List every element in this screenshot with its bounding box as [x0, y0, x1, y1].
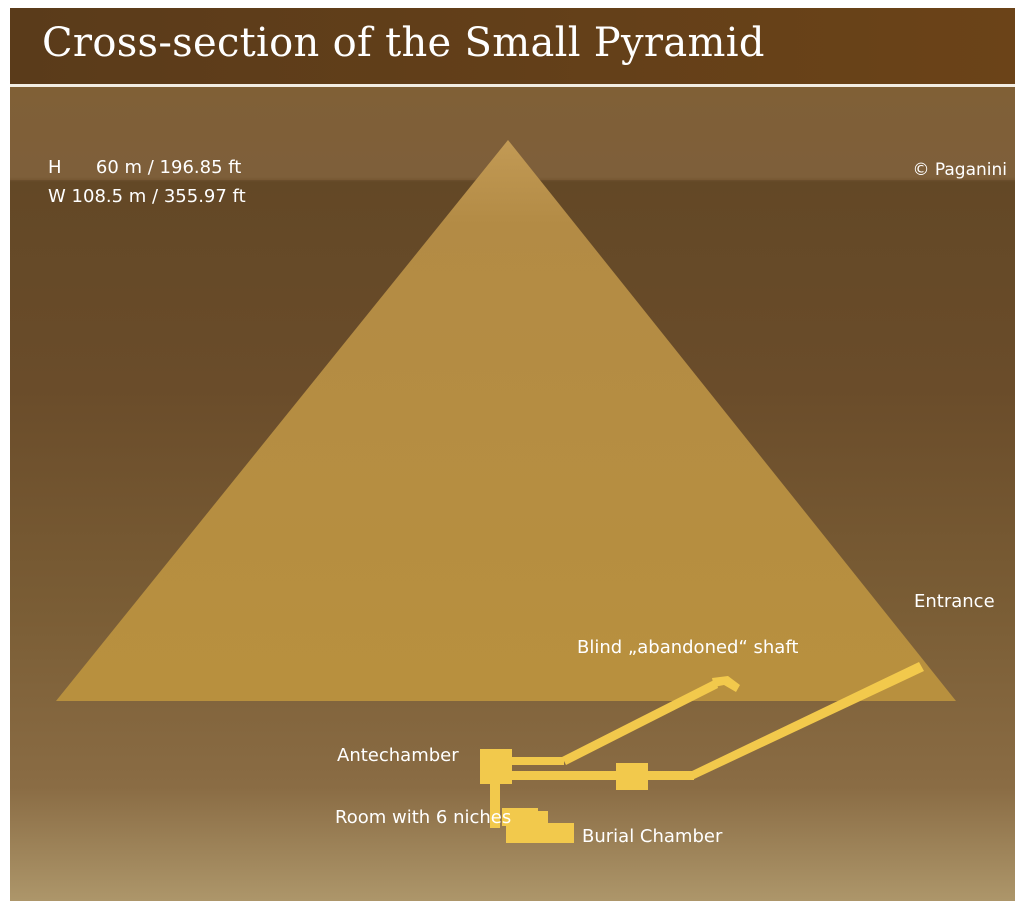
- entrance-label: Entrance: [914, 591, 995, 612]
- lower-passage: [498, 771, 694, 780]
- pyramid-shape: [56, 140, 956, 701]
- passage-block: [616, 763, 648, 790]
- blind-shaft-label: Blind „abandoned“ shaft: [577, 637, 799, 658]
- blind-shaft-tip: [712, 676, 740, 692]
- burial-chamber-label: Burial Chamber: [582, 826, 723, 847]
- pyramid-cross-section: [56, 140, 956, 843]
- title-bar: Cross-section of the Small Pyramid: [10, 8, 1015, 84]
- width-value: 108.5 m / 355.97 ft: [71, 186, 246, 207]
- passage-system: [480, 662, 924, 843]
- burial-chamber: [506, 823, 574, 843]
- connecting-passage: [490, 782, 500, 828]
- room-niches-label: Room with 6 niches: [335, 807, 512, 828]
- title-divider: [10, 84, 1015, 87]
- height-label: H: [48, 157, 62, 178]
- burial-chamber-step: [534, 811, 548, 825]
- width-label: W: [48, 186, 66, 207]
- page-title: Cross-section of the Small Pyramid: [42, 20, 765, 66]
- antechamber: [480, 749, 512, 784]
- diagram-frame: Cross-section of the Small Pyramid: [10, 8, 1015, 901]
- dimensions-block: H 60 m / 196.85 ft W 108.5 m / 355.97 ft: [48, 153, 246, 211]
- upper-passage: [504, 757, 564, 765]
- copyright-notice: © Paganini: [912, 160, 1007, 180]
- room-with-niches: [502, 808, 538, 826]
- height-value: 60 m / 196.85 ft: [95, 157, 242, 178]
- blind-shaft: [562, 679, 718, 765]
- antechamber-label: Antechamber: [337, 745, 459, 766]
- entrance-passage: [692, 662, 924, 780]
